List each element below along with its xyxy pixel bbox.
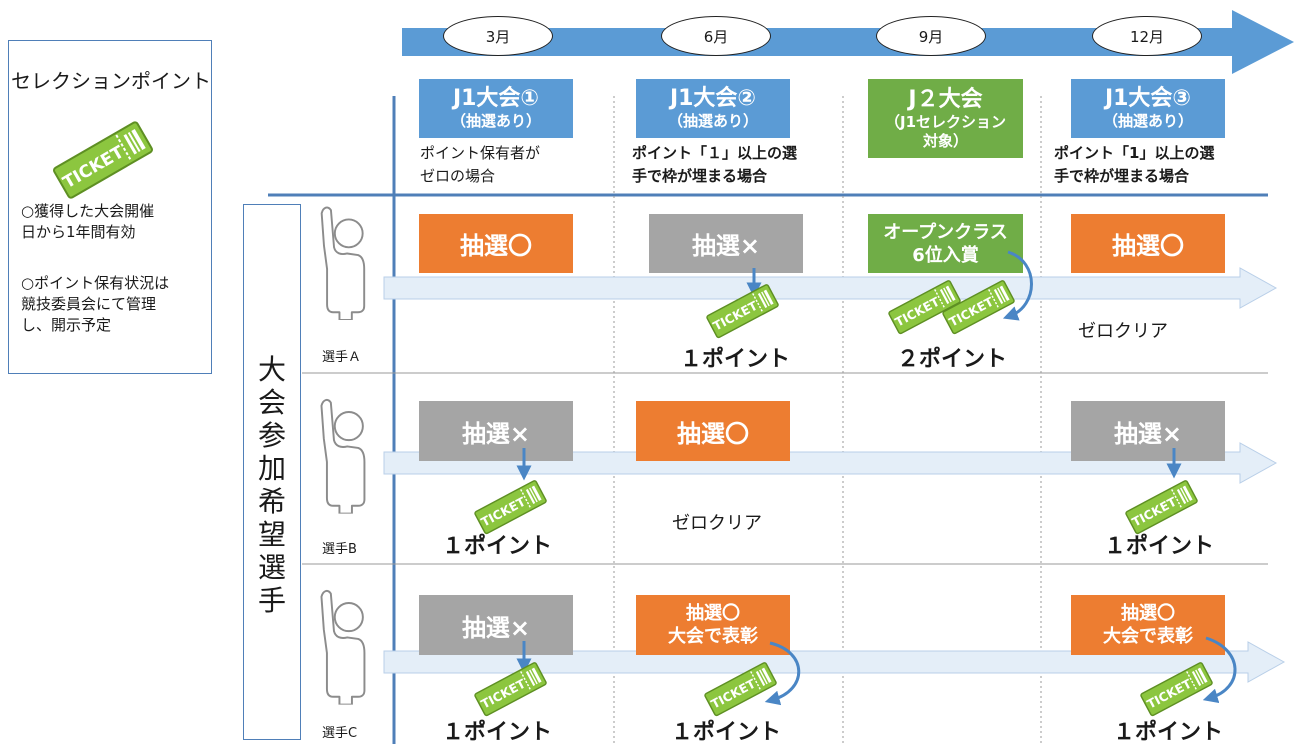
points-label: １ポイント (1103, 534, 1214, 559)
result-lottery-lose: 抽選× (1071, 401, 1225, 461)
points-label: １ポイント (1112, 720, 1223, 744)
month-oval: 3月 (443, 16, 553, 56)
result-open-class: オープンクラス 6位入賞 (868, 214, 1023, 273)
zero-clear-label: ゼロクリア (672, 513, 762, 534)
points-label: １ポイント (679, 347, 790, 372)
zero-clear-label: ゼロクリア (1078, 321, 1168, 342)
result-lottery-lose: 抽選× (419, 595, 573, 655)
result-lottery-lose: 抽選× (419, 401, 573, 461)
applicants-label-box: 大会参加希望選手 (243, 204, 301, 740)
result-award: 抽選〇 大会で表彰 (636, 595, 790, 655)
event-note: ポイント保有者が ゼロの場合 (420, 144, 541, 185)
month-oval: 6月 (661, 16, 771, 56)
curved-arrow (1202, 636, 1237, 704)
result-lottery-win: 抽選〇 (1071, 214, 1225, 273)
result-lottery-win: 抽選〇 (636, 401, 790, 461)
points-label: １ポイント (441, 720, 552, 744)
legend-title: セレクションポイント (11, 69, 211, 93)
ticket-icon (473, 479, 548, 535)
event-j1-1: J1大会① （抽選あり） (419, 79, 573, 138)
month-oval: 12月 (1092, 16, 1202, 56)
curved-arrow (1002, 250, 1033, 321)
ticket-icon (1139, 661, 1214, 717)
points-label: １ポイント (441, 534, 552, 559)
ticket-icon (941, 279, 1016, 335)
player-label-a: 選手Ａ (322, 350, 362, 365)
result-lottery-lose: 抽選× (649, 214, 803, 273)
track-arrow-a (383, 267, 1278, 309)
player-label-c: 選手C (322, 726, 358, 741)
points-label: ２ポイント (896, 347, 1007, 372)
ticket-icon (1124, 479, 1199, 535)
timeline-arrow (402, 10, 1294, 74)
event-note: ポイント「１」以上の選 手で枠が埋まる場合 (632, 144, 798, 185)
result-award: 抽選〇 大会で表彰 (1071, 595, 1225, 655)
ticket-icon (705, 283, 780, 339)
legend-note-management: ○ポイント保有状況は 競技委員会にて管理 し、開示予定 (21, 274, 170, 334)
event-j1-3: J1大会③ （抽選あり） (1071, 79, 1225, 138)
result-lottery-win: 抽選〇 (419, 214, 573, 273)
points-label: １ポイント (670, 720, 781, 744)
event-j2: J２大会 （J1セレクション 対象） (868, 79, 1023, 158)
curved-arrow (764, 641, 801, 706)
event-note: ポイント「1」以上の選 手で枠が埋まる場合 (1054, 144, 1215, 185)
player-label-b: 選手B (322, 542, 357, 557)
event-j1-2: J1大会② （抽選あり） (636, 79, 790, 138)
ticket-icon (473, 661, 548, 717)
ticket-icon (703, 661, 778, 717)
legend-box: セレクションポイント ○獲得した大会開催 日から1年間有効 ○ポイント保有状況は… (8, 40, 212, 374)
month-oval: 9月 (876, 16, 986, 56)
applicants-label: 大会参加希望選手 (257, 353, 286, 617)
legend-note-validity: ○獲得した大会開催 日から1年間有効 (21, 202, 155, 241)
